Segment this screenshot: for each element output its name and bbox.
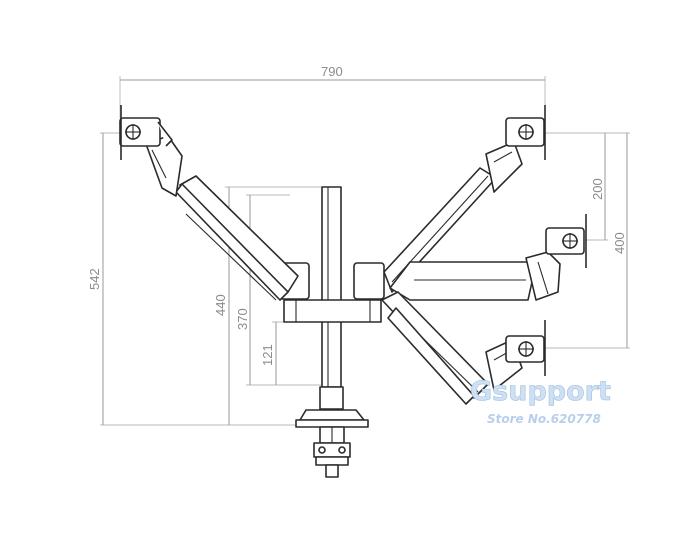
watermark-brand: Gsupport: [470, 376, 611, 407]
store-watermark: Gsupport Store No.620778: [470, 376, 612, 426]
dimension-542-label: 542: [87, 268, 102, 290]
right-arm-top: [383, 105, 546, 293]
right-arm-middle: [389, 214, 587, 301]
desk-clamp: [295, 409, 369, 478]
dimension-400: 400: [545, 133, 630, 349]
dimension-440-label: 440: [213, 294, 228, 316]
right-arm-bottom: [381, 291, 546, 405]
dimension-121: 121: [260, 321, 300, 385]
dimension-200-label: 200: [590, 178, 605, 200]
dimension-790: 790: [119, 64, 546, 118]
dimension-121-label: 121: [260, 344, 275, 366]
dimension-370: 370: [235, 194, 322, 386]
dimension-370-label: 370: [235, 308, 250, 330]
left-arm: [119, 105, 299, 301]
dimension-542: 542: [87, 132, 320, 426]
dimension-790-label: 790: [321, 64, 343, 79]
dimension-400-label: 400: [612, 232, 627, 254]
watermark-store: Store No.620778: [487, 412, 601, 426]
central-pole: [319, 186, 344, 410]
dimension-200: 200: [545, 132, 630, 241]
